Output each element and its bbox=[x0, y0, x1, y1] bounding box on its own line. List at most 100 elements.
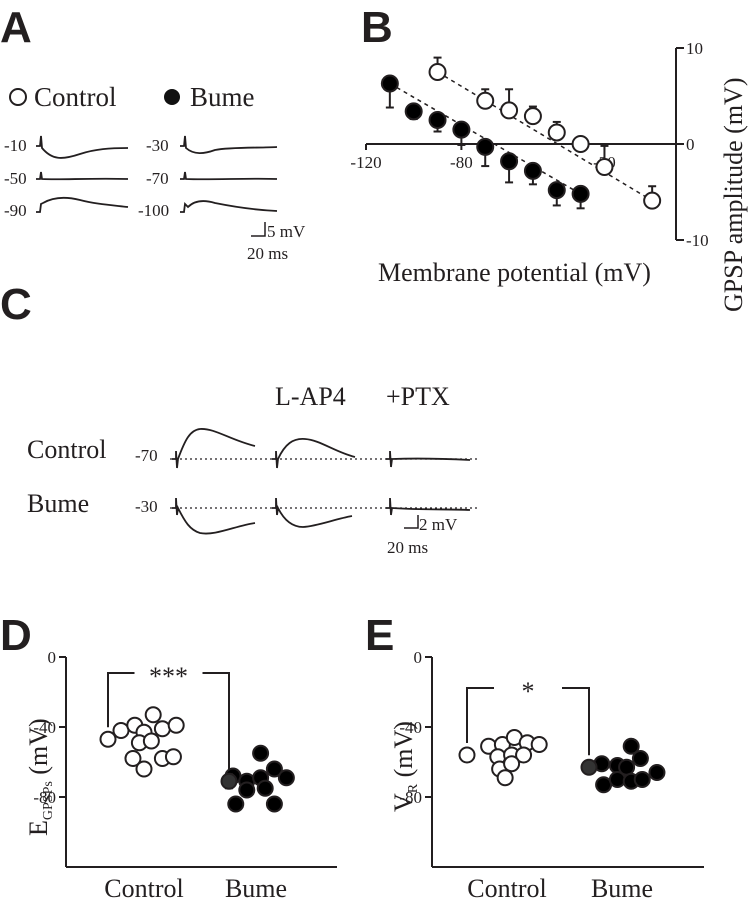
fit-line-control bbox=[437, 71, 653, 202]
data-point-control bbox=[124, 750, 142, 767]
data-point-control bbox=[496, 769, 514, 787]
data-point-control bbox=[571, 135, 590, 153]
panel-label-e: E bbox=[365, 611, 394, 660]
y-tick-label: 0 bbox=[48, 648, 57, 667]
data-point-control bbox=[530, 736, 548, 753]
y-axis-label-main: E bbox=[24, 820, 53, 836]
legend-bume-label: Bume bbox=[190, 82, 255, 112]
y-axis-label-unit: (mV) bbox=[24, 718, 53, 781]
scale-bar-c-time: 20 ms bbox=[387, 538, 428, 557]
legend-filled-marker bbox=[164, 89, 180, 105]
scale-bar-a-voltage: 5 mV bbox=[267, 222, 306, 241]
header-lap4: L-AP4 bbox=[275, 382, 346, 411]
trace-label-left-2: -50 bbox=[4, 169, 27, 188]
trace-a-left-3 bbox=[36, 196, 129, 213]
data-point-bume bbox=[252, 744, 270, 762]
y-tick-label: -40 bbox=[399, 718, 422, 737]
significance-marker: * bbox=[522, 677, 535, 706]
holding-label-bume: -30 bbox=[135, 497, 158, 516]
trace-a-right-2 bbox=[180, 171, 278, 181]
data-point-bume bbox=[648, 764, 666, 781]
significance-gap bbox=[494, 682, 562, 694]
trace-c-control-2 bbox=[272, 438, 356, 469]
data-point-bume bbox=[428, 111, 447, 129]
x-category-label: Control bbox=[467, 874, 546, 899]
data-point-control bbox=[167, 716, 185, 734]
chart-b: 100-10-120-80-20Membrane potential (mV)G… bbox=[350, 39, 748, 312]
header-ptx: +PTX bbox=[386, 382, 450, 411]
y-axis-label-sub: GPSPs bbox=[41, 781, 56, 820]
data-point-bume bbox=[265, 760, 283, 778]
data-point-control bbox=[595, 158, 614, 177]
trace-c-control-1 bbox=[172, 428, 256, 469]
y-axis-label-main: V bbox=[389, 793, 418, 812]
data-point-bume bbox=[633, 771, 651, 788]
data-point-bume bbox=[277, 769, 295, 787]
trace-label-right-3: -100 bbox=[138, 201, 169, 220]
y-tick-label: 0 bbox=[414, 648, 423, 667]
trace-c-bume-1 bbox=[172, 497, 256, 535]
data-point-bume bbox=[404, 102, 423, 121]
data-point-bume bbox=[595, 776, 613, 794]
data-point-bume bbox=[452, 120, 471, 139]
panel-label-a: A bbox=[0, 3, 32, 52]
panel-label-b: B bbox=[361, 3, 393, 52]
y-tick-label: -40 bbox=[33, 718, 56, 737]
data-point-control bbox=[153, 720, 171, 738]
trace-label-left-1: -10 bbox=[4, 136, 27, 155]
data-point-control bbox=[523, 107, 542, 126]
legend-open-marker bbox=[9, 88, 27, 106]
mean-marker-control bbox=[99, 730, 117, 748]
data-point-control bbox=[135, 760, 153, 778]
x-tick-label: -120 bbox=[350, 153, 381, 172]
trace-label-right-1: -30 bbox=[146, 136, 169, 155]
mean-marker-bume bbox=[220, 772, 238, 790]
y-tick-label: -80 bbox=[399, 788, 422, 807]
scale-bar-c-voltage: 2 mV bbox=[419, 515, 458, 534]
data-point-bume bbox=[608, 771, 626, 788]
data-point-bume bbox=[227, 795, 245, 813]
data-point-control bbox=[547, 123, 566, 142]
significance-marker: *** bbox=[149, 662, 188, 691]
y-tick-label: 10 bbox=[686, 39, 703, 58]
scale-bar-a-time: 20 ms bbox=[247, 244, 288, 263]
data-point-bume bbox=[380, 74, 399, 93]
y-axis-label: VR (mV) bbox=[389, 721, 421, 812]
scale-bar-a bbox=[251, 222, 266, 237]
y-tick-label: -80 bbox=[33, 788, 56, 807]
y-tick-label: 0 bbox=[686, 135, 695, 154]
x-category-label: Control bbox=[104, 874, 183, 899]
x-axis-label: Membrane potential (mV) bbox=[378, 258, 651, 287]
data-point-control bbox=[144, 706, 162, 724]
data-point-bume bbox=[622, 737, 640, 755]
data-point-control bbox=[476, 91, 495, 110]
data-point-control bbox=[164, 748, 182, 766]
holding-label-control: -70 bbox=[135, 446, 158, 465]
trace-a-left-2 bbox=[36, 171, 129, 181]
trace-c-control-3 bbox=[386, 450, 471, 468]
x-tick-label: -80 bbox=[450, 153, 473, 172]
data-point-control bbox=[428, 63, 447, 81]
significance-gap bbox=[134, 667, 203, 679]
mean-marker-control bbox=[458, 746, 476, 764]
row-label-bume: Bume bbox=[27, 489, 89, 518]
data-point-control bbox=[503, 755, 521, 773]
legend-control-label: Control bbox=[34, 82, 117, 112]
data-point-bume bbox=[265, 795, 283, 813]
trace-a-right-1 bbox=[180, 135, 278, 155]
panel-c: L-AP4 +PTX Control Bume -70 -30 2 mV 20 … bbox=[27, 382, 480, 557]
trace-label-right-2: -70 bbox=[146, 169, 169, 188]
row-label-control: Control bbox=[27, 435, 106, 464]
trace-c-bume-3 bbox=[386, 497, 471, 516]
y-axis-label-unit: (mV) bbox=[389, 721, 418, 784]
panel-label-d: D bbox=[0, 611, 32, 660]
y-tick-label: -10 bbox=[686, 231, 709, 250]
data-point-bume bbox=[500, 152, 519, 171]
data-point-control bbox=[142, 732, 160, 750]
data-point-control bbox=[500, 101, 519, 120]
data-point-control bbox=[643, 191, 662, 210]
x-category-label: Bume bbox=[591, 874, 653, 899]
panel-label-c: C bbox=[0, 280, 32, 329]
